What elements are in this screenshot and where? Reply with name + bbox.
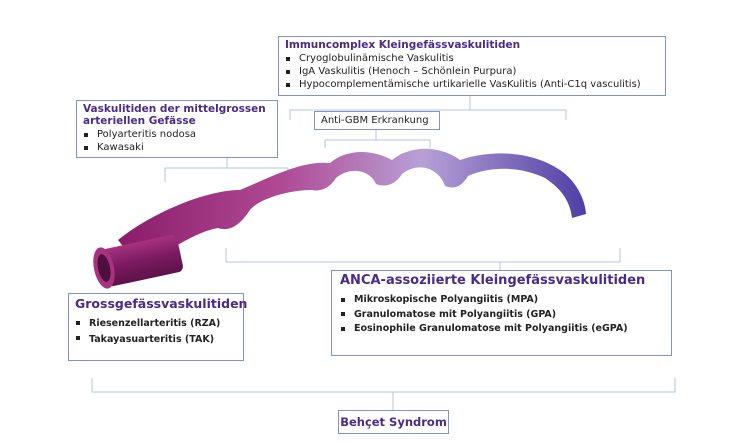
large-vessel-box: Grossgefässvaskulitiden Riesenzellarteri… — [68, 293, 248, 361]
large-vessel-item: Riesenzellarteritis (RZA) — [75, 316, 237, 331]
immune-complex-item: IgA Vaskulitis (Henoch – Schönlein Purpu… — [285, 65, 659, 78]
medium-vessel-item: Polyarteritis nodosa — [83, 128, 271, 141]
anca-bracket — [225, 248, 621, 263]
large-vessel-title: Grossgefässvaskulitiden — [75, 296, 248, 311]
anca-item: Eosinophile Granulomatose mit Polyangiit… — [340, 322, 663, 337]
immune-complex-box: Immuncomplex Kleingefässvaskulitiden Cry… — [278, 36, 666, 96]
immune-complex-bracket — [289, 109, 567, 120]
anti-gbm-bracket — [324, 139, 431, 148]
anti-gbm-box: Anti-GBM Erkrankung — [314, 111, 440, 130]
immune-complex-title: Immuncomplex Kleingefässvaskulitiden — [285, 39, 521, 51]
immune-complex-item: Hypocomplementämische urtikarielle VasKu… — [285, 78, 659, 91]
anca-box: ANCA-assoziierte Kleingefässvaskulitiden… — [331, 270, 672, 356]
medium-vessel-title: Vaskulitiden der mittelgrossen arteriell… — [83, 103, 266, 128]
immune-complex-item: Cryoglobulinämische Vaskulitis — [285, 52, 659, 65]
medium-vessel-box: Vaskulitiden der mittelgrossen arteriell… — [76, 100, 278, 158]
medium-vessel-item: Kawasaki — [83, 141, 271, 154]
large-vessel-tube — [93, 235, 183, 289]
blood-vessel-shape — [118, 148, 586, 268]
anca-item: Mikroskopische Polyangiitis (MPA) — [340, 293, 663, 308]
anti-gbm-label: Anti-GBM Erkrankung — [321, 115, 429, 126]
behcet-box: Behçet Syndrom — [338, 410, 449, 434]
anca-item: Granulomatose mit Polyangiitis (GPA) — [340, 308, 663, 323]
behcet-bracket — [91, 378, 676, 393]
behcet-label: Behçet Syndrom — [340, 415, 447, 429]
large-vessel-item: Takayasuarteritis (TAK) — [75, 332, 237, 347]
anca-title: ANCA-assoziierte Kleingefässvaskulitiden — [340, 273, 646, 288]
